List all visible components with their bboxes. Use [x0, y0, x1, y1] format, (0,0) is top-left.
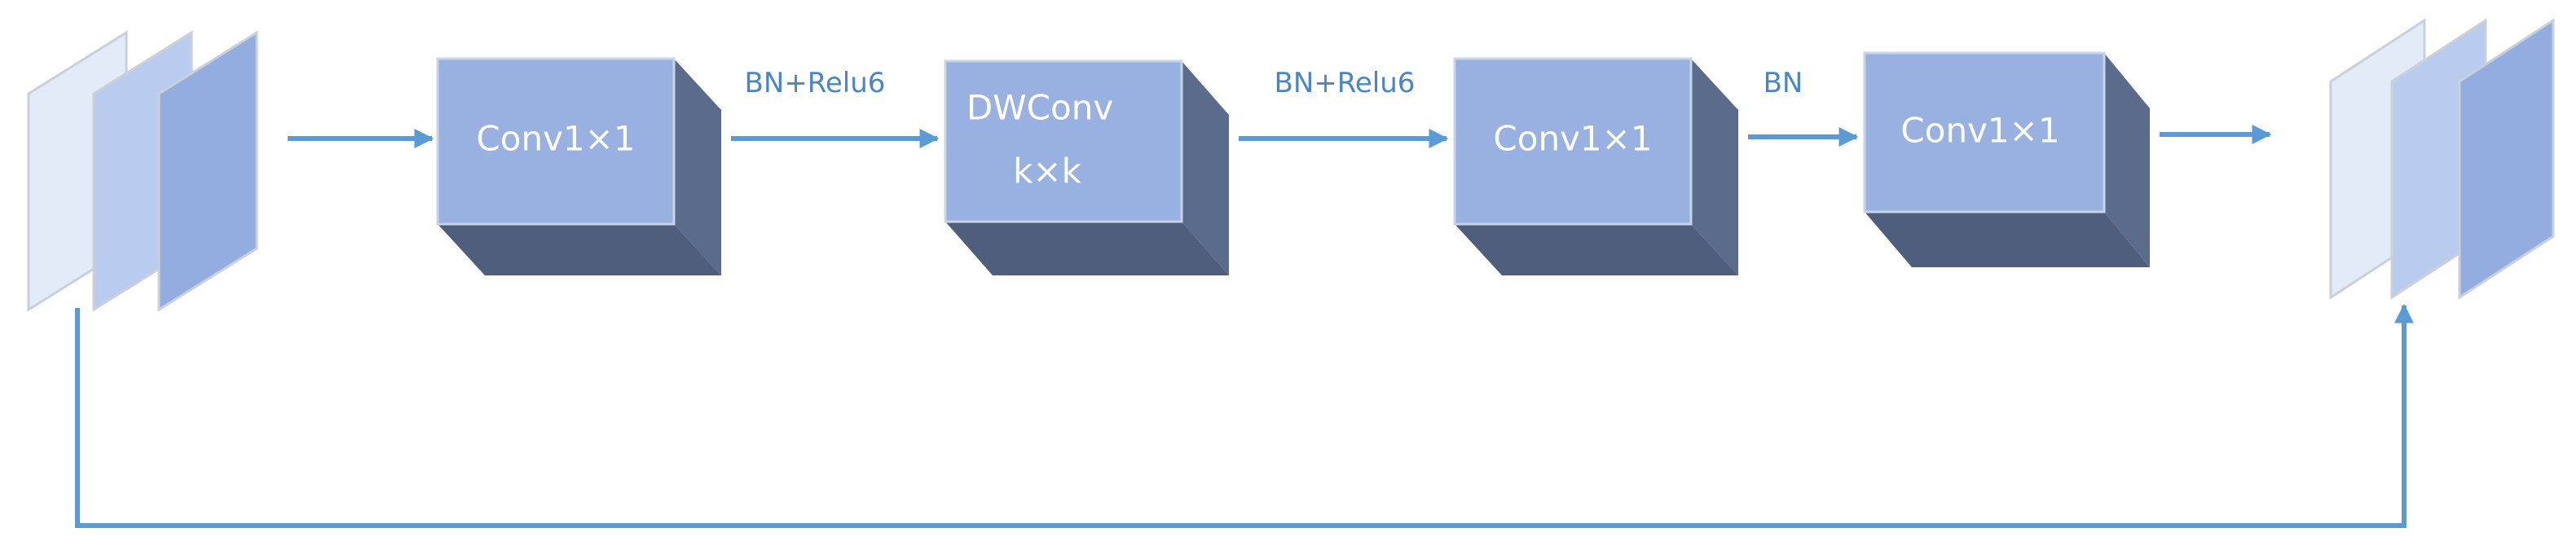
- block-label: Conv1×1: [1900, 111, 2059, 151]
- block-dwconv: DWConv k×k: [944, 59, 1229, 275]
- block-label: Conv1×1: [476, 119, 635, 159]
- block-label: k×k: [1013, 152, 1082, 191]
- block-label: DWConv: [967, 88, 1113, 128]
- edge-label: BN+Relu6: [1275, 67, 1416, 99]
- input-feature-map-icon: [27, 30, 258, 312]
- block-conv3: Conv1×1: [1863, 51, 2150, 267]
- block-conv1: Conv1×1: [436, 57, 721, 275]
- edge-label: BN+Relu6: [745, 67, 886, 99]
- block-conv2: Conv1×1: [1453, 57, 1738, 275]
- residual-connection-arrow: [75, 303, 2414, 528]
- block-label: Conv1×1: [1493, 119, 1652, 159]
- output-feature-map-icon: [2329, 18, 2555, 300]
- edge-label: BN: [1764, 67, 1803, 99]
